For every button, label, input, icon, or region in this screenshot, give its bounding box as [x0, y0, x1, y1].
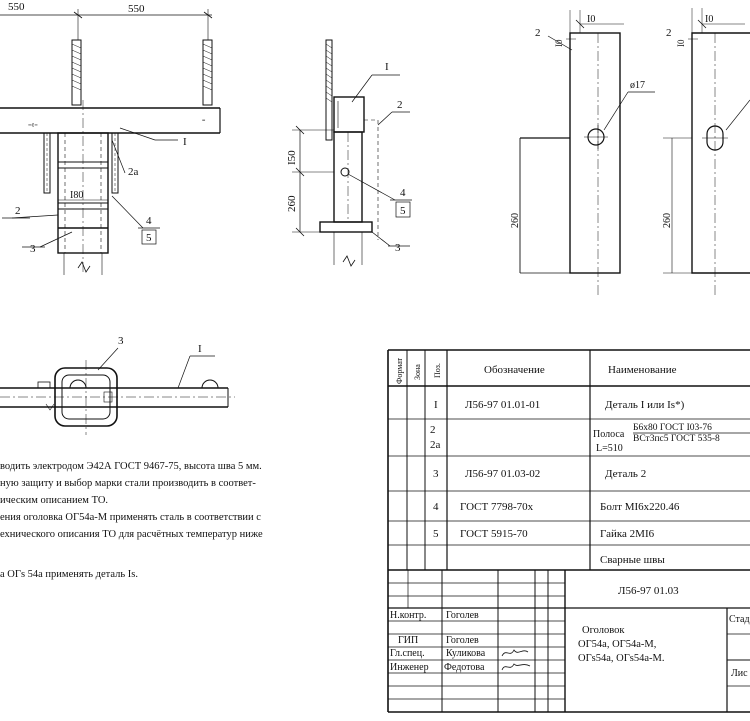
- row2-pos-2a: 2a: [430, 439, 441, 451]
- weld-mark-right: ≡: [202, 118, 206, 124]
- row5-name: Гайка 2МI6: [600, 528, 655, 540]
- title-stage-label: Стад: [729, 614, 750, 625]
- dim-v4-top: I0: [705, 14, 713, 25]
- row4-designation: ГОСТ 7798-70х: [460, 501, 534, 513]
- view-front-assembly: 550 550 =¢= ≡ I80: [0, 1, 221, 275]
- row2-name-c: ВСт3пс5 ГОСТ 535-8: [633, 434, 720, 444]
- dim-v3-width: I0: [554, 39, 564, 47]
- note-line-3: ическим описанием ТО.: [0, 495, 109, 506]
- view-plate-detail-2: I0 I0 260 ø17 2: [510, 10, 655, 295]
- role-3: Гл.спец.: [390, 648, 425, 659]
- row3-pos: 3: [433, 468, 439, 480]
- hdr-format: Формат: [395, 357, 404, 384]
- row1-designation: Л56-97 01.01-01: [465, 399, 540, 411]
- dim-v3-260: 260: [510, 213, 521, 228]
- row4-pos: 4: [433, 501, 439, 513]
- dim-v4-260: 260: [662, 213, 673, 228]
- callout-v3-2: 2: [535, 27, 541, 39]
- note-line-6: а ОГs 54а применять деталь Is.: [0, 569, 139, 580]
- dim-hole-17: ø17: [630, 80, 645, 91]
- callout-v5-3: 3: [118, 335, 124, 347]
- row4-name: Болт МI6х220.46: [600, 501, 680, 513]
- role-3-name: Куликова: [446, 648, 486, 659]
- row3-name: Деталь 2: [605, 468, 646, 480]
- row5-designation: ГОСТ 5915-70: [460, 528, 528, 540]
- row2-name-a: Полоса: [593, 429, 625, 440]
- dim-550-left: 550: [8, 1, 25, 13]
- callout-v2-5: 5: [400, 205, 406, 217]
- note-line-5: ехнического описания ТО для расчётных те…: [0, 529, 263, 540]
- view-plan: 3 I: [0, 335, 235, 435]
- role-4-name: Федотова: [444, 662, 485, 673]
- row2-name-b: Б6х80 ГОСТ I03-76: [633, 423, 712, 433]
- view-side-assembly: I50 260 I 2 4 5 3: [286, 39, 412, 267]
- note-line-4: ения оголовка ОГ54а-М применять сталь в …: [0, 512, 261, 523]
- row6-name: Сварные швы: [600, 554, 665, 566]
- dim-v3-top: I0: [587, 14, 595, 25]
- role-1: Н.контр.: [390, 610, 426, 621]
- note-line-2: ную защиту и выбор марки стали производи…: [0, 478, 256, 489]
- callout-v2-2: 2: [397, 99, 403, 111]
- row3-designation: Л56-97 01.03-02: [465, 468, 540, 480]
- row1-pos: I: [434, 399, 438, 411]
- title-sheet-label: Лис: [731, 668, 748, 679]
- callout-4: 4: [146, 215, 152, 227]
- role-1-name: Гоголев: [446, 610, 479, 621]
- note-line-1: водить электродом Э42А ГОСТ 9467-75, выс…: [0, 461, 262, 472]
- callout-3: 3: [30, 243, 36, 255]
- callout-v2-4: 4: [400, 187, 406, 199]
- specification-table: Формат Зона Поз. Обозначение Наименовани…: [387, 349, 750, 713]
- dim-v4-width: I0: [676, 39, 686, 47]
- callout-2: 2: [15, 205, 21, 217]
- hdr-name: Наименование: [608, 364, 677, 376]
- callout-5: 5: [146, 232, 152, 244]
- callout-v2-3: 3: [395, 242, 401, 254]
- role-2: ГИП: [398, 635, 418, 646]
- role-2-name: Гоголев: [446, 635, 479, 646]
- title-product-1: Оголовок: [582, 625, 625, 636]
- dim-550-right: 550: [128, 3, 145, 15]
- title-doc-number: Л56-97 01.03: [618, 585, 679, 597]
- hdr-zone: Зона: [413, 364, 422, 380]
- row2-name-d: L=510: [596, 443, 623, 454]
- view-plate-detail-2a: 260 I0 I0 2: [662, 8, 750, 295]
- callout-v4-2: 2: [666, 27, 672, 39]
- row2-pos-2: 2: [430, 424, 436, 436]
- row5-pos: 5: [433, 528, 439, 540]
- dim-180: I80: [70, 190, 83, 201]
- role-4: Инженер: [390, 662, 429, 673]
- row1-name: Деталь I или Is*): [605, 399, 685, 411]
- title-product-2: ОГ54а, ОГ54а-М,: [578, 639, 656, 650]
- callout-1: I: [183, 136, 187, 148]
- title-product-3: ОГs54а, ОГs54а-М.: [578, 653, 665, 664]
- hdr-pos: Поз.: [433, 363, 442, 378]
- callout-v5-1: I: [198, 343, 202, 355]
- callout-2a: 2a: [128, 166, 139, 178]
- weld-mark-left: =¢=: [28, 123, 38, 129]
- callout-v2-1: I: [385, 61, 389, 73]
- dim-150: I50: [286, 150, 298, 165]
- signature-fedotova: [501, 663, 531, 671]
- hdr-designation: Обозначение: [484, 364, 545, 376]
- signature-kulikova: [501, 649, 529, 657]
- dim-260: 260: [286, 195, 298, 212]
